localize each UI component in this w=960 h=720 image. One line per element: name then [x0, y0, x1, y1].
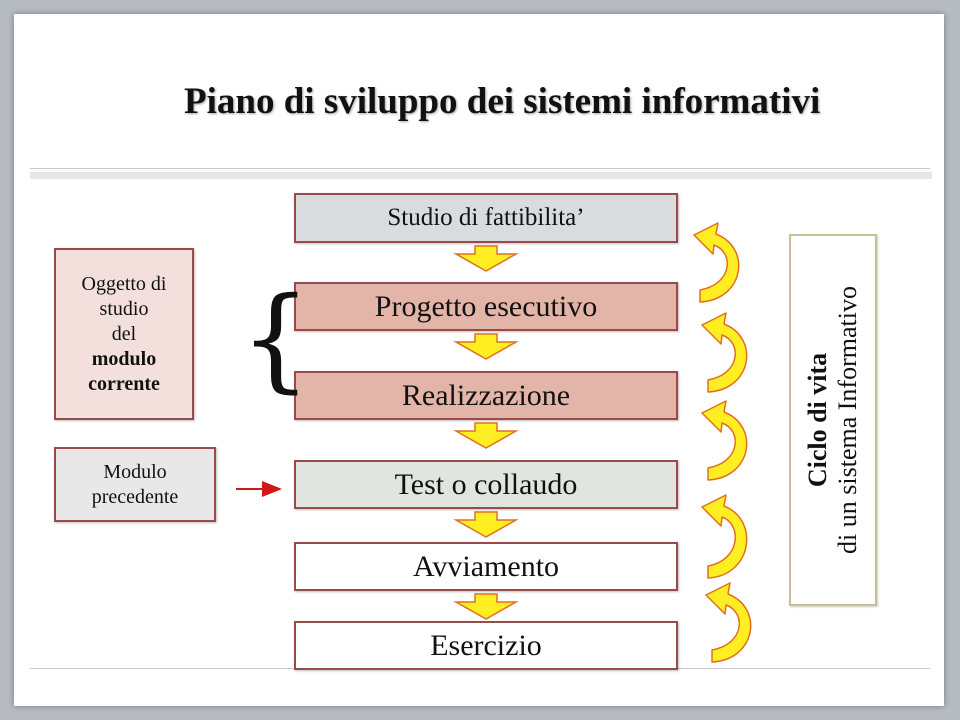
modulo-line-2: precedente [91, 485, 179, 508]
modulo-precedente-box: Modulo precedente [54, 447, 216, 522]
down-arrow-1 [453, 245, 519, 272]
slide-title: Piano di sviluppo dei sistemi informativ… [184, 81, 821, 122]
step-test-collaudo: Test o collaudo [294, 460, 678, 509]
curved-arrow-5 [705, 582, 752, 663]
oggetto-line-2: studio [99, 297, 149, 320]
oggetto-line-3: del [111, 322, 137, 345]
curly-brace: { [240, 274, 312, 404]
down-arrow-3 [453, 422, 519, 449]
down-arrow-5 [453, 593, 519, 620]
header-band [30, 172, 932, 179]
down-arrow-4 [453, 511, 519, 538]
slide-header [16, 16, 942, 170]
curved-arrow-1 [693, 222, 740, 303]
oggetto-line-4: modulo [91, 347, 157, 370]
step-progetto-esecutivo: Progetto esecutivo [294, 282, 678, 331]
oggetto-line-1: Oggetto di [81, 272, 167, 295]
oggetto-line-5: corrente [88, 372, 160, 395]
curved-arrow-2 [701, 312, 748, 393]
curved-arrow-4 [701, 494, 748, 579]
step-studio-fattibilita: Studio di fattibilita’ [294, 193, 678, 243]
step-realizzazione: Realizzazione [294, 371, 678, 420]
ciclo-di-vita-box: Ciclo di vita di un sistema Informativo [789, 234, 877, 606]
curved-arrow-3 [701, 400, 748, 481]
header-divider [30, 168, 930, 169]
step-avviamento: Avviamento [294, 542, 678, 591]
step-esercizio: Esercizio [294, 621, 678, 670]
modulo-line-1: Modulo [103, 460, 167, 483]
oggetto-studio-box: Oggetto di studio del modulo corrente [54, 248, 194, 420]
down-arrow-2 [453, 333, 519, 360]
